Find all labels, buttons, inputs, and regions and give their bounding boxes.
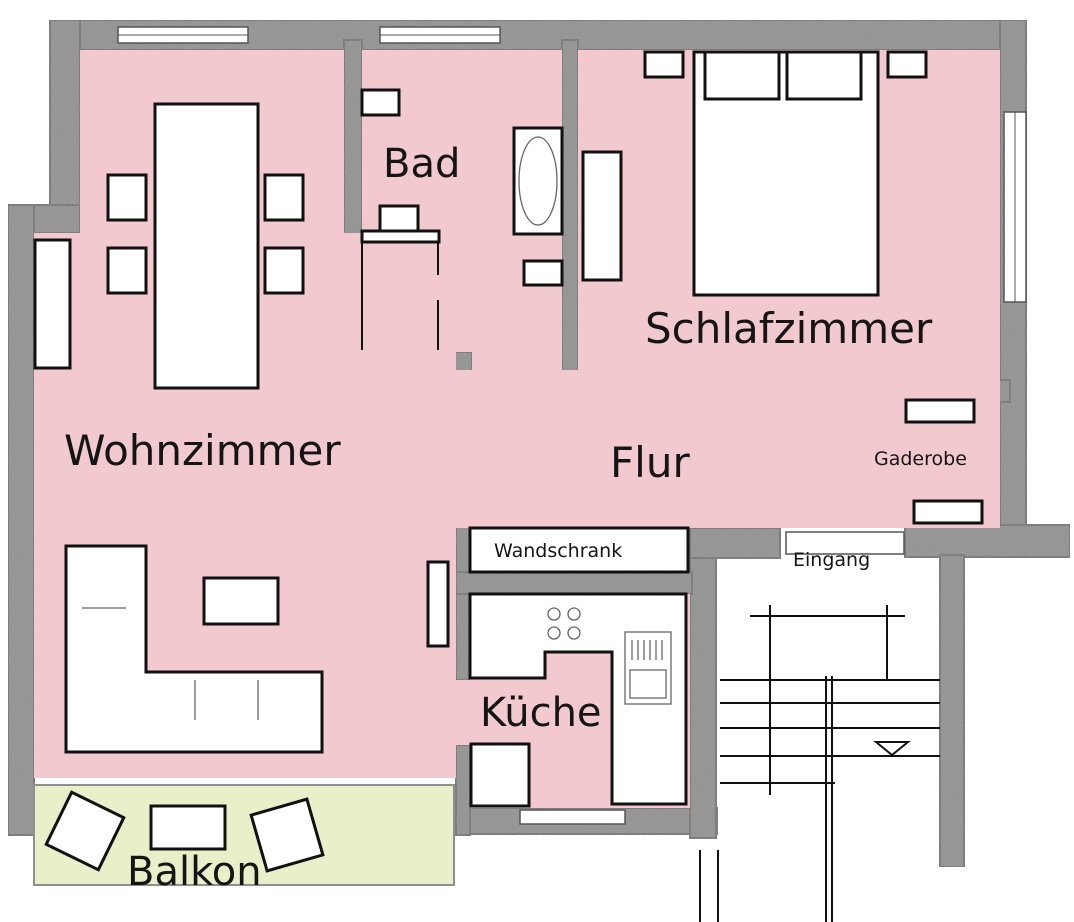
staircase <box>699 605 940 922</box>
sink <box>624 631 672 705</box>
pillow <box>785 50 863 101</box>
bathtub-basin <box>518 136 558 226</box>
wall-bad-right <box>561 39 579 393</box>
wall-kitchen-left <box>455 744 471 836</box>
wall-kitchen-right <box>689 527 717 839</box>
label-balkon: Balkon <box>127 849 262 895</box>
wandschrank <box>468 526 690 574</box>
chair <box>106 246 148 295</box>
wardrobe-shelf <box>912 499 984 525</box>
label-kueche: Küche <box>480 690 602 736</box>
tv-board <box>426 560 450 648</box>
dining-table <box>153 102 260 390</box>
label-eingang: Eingang <box>793 549 870 571</box>
balcony-chair <box>44 790 126 872</box>
windows <box>117 26 1027 825</box>
label-schlafzimmer: Schlafzimmer <box>645 304 933 353</box>
label-bad: Bad <box>383 141 460 187</box>
label-gaderobe: Gaderobe <box>874 448 967 470</box>
stair-direction-arrow-icon <box>873 741 911 757</box>
wall-kitchen-stair <box>689 527 781 559</box>
bath-shelf <box>522 259 564 287</box>
bath-cabinet <box>360 88 401 117</box>
label-wohnzimmer: Wohnzimmer <box>64 426 341 475</box>
chair <box>106 173 148 222</box>
label-flur: Flur <box>610 438 690 487</box>
room-wohn-kitchen-link <box>456 680 470 745</box>
labels: Wohnzimmer Bad Schlafzimmer Flur Gaderob… <box>64 141 967 895</box>
coffee-table <box>202 576 280 626</box>
wardrobe-shelf <box>904 398 976 424</box>
bathtub <box>512 126 564 236</box>
wall-stair-right <box>939 554 965 868</box>
wardrobe <box>581 150 623 282</box>
chair <box>263 173 305 222</box>
washbasin <box>360 229 441 244</box>
furniture <box>33 50 984 873</box>
outer-wall-left <box>7 204 35 836</box>
wall-right-entrance <box>904 524 1071 558</box>
sideboard <box>33 238 72 370</box>
wall-wandschrank-bottom <box>455 571 693 595</box>
outer-wall-left-upper <box>49 19 81 221</box>
chair <box>263 246 305 295</box>
room-flur-gap <box>562 392 670 412</box>
balcony-chair <box>249 797 325 873</box>
pillow <box>703 50 781 101</box>
fridge <box>469 742 531 808</box>
room-flur <box>344 370 1000 528</box>
nightstand <box>886 50 928 79</box>
balcony-table <box>149 804 227 851</box>
nightstand <box>643 50 685 79</box>
toilet <box>378 204 420 233</box>
label-wandschrank: Wandschrank <box>494 540 622 562</box>
